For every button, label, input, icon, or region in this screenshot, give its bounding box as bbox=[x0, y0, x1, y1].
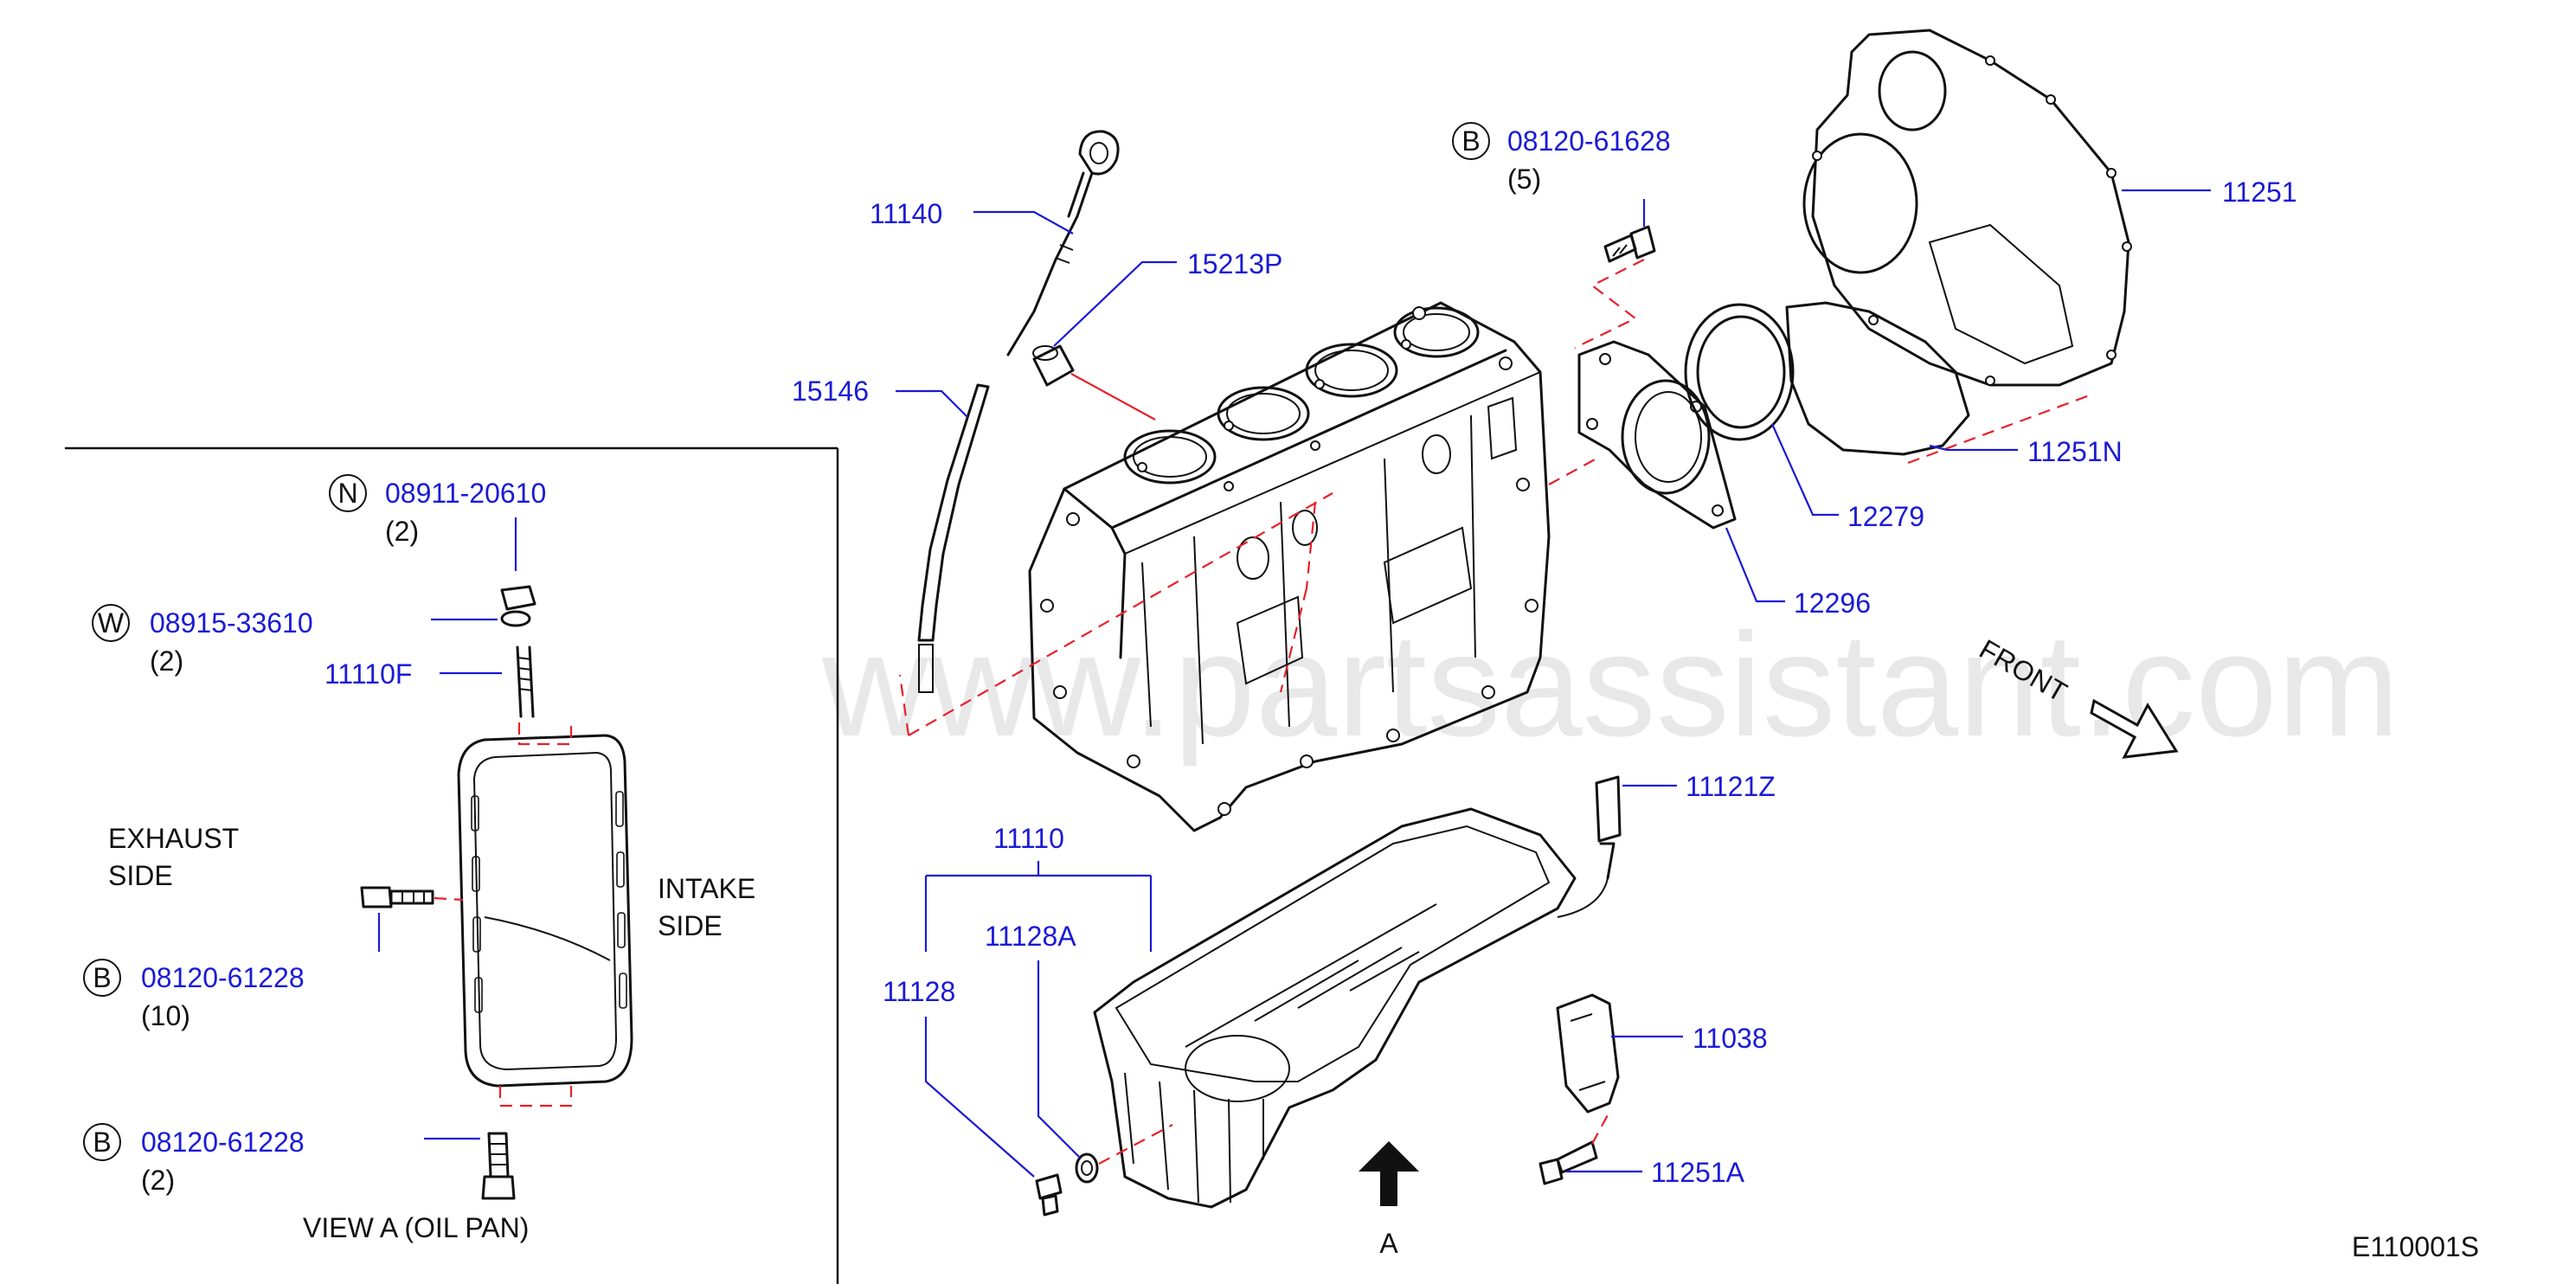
view-a-arrow: A bbox=[1359, 1141, 1419, 1259]
part-number[interactable]: 12279 bbox=[1847, 501, 1924, 532]
part-number[interactable]: 11038 bbox=[1693, 1023, 1768, 1054]
exhaust-side-label-2: SIDE bbox=[108, 860, 173, 891]
rear-oil-seal bbox=[1684, 303, 1795, 441]
cylinder-block bbox=[1028, 301, 1597, 832]
part-number[interactable]: 15213P bbox=[1187, 248, 1282, 279]
diagram-code: E110001S bbox=[2352, 1231, 2479, 1262]
callout-11251N[interactable]: 11251N bbox=[1929, 436, 2123, 467]
part-number[interactable]: 11121Z bbox=[1686, 771, 1776, 802]
part-number[interactable]: 08120-61628 bbox=[1507, 125, 1671, 157]
callout-letter: N bbox=[337, 478, 357, 509]
callout-08120-61628[interactable]: B 08120-61628 (5) bbox=[1452, 122, 1671, 227]
callout-15213P[interactable]: 15213P bbox=[1053, 248, 1282, 347]
drain-plug-washer bbox=[1075, 1152, 1099, 1184]
view-a-label: A bbox=[1379, 1228, 1398, 1259]
callout-11110[interactable]: 11110 bbox=[924, 823, 1153, 952]
callout-letter: W bbox=[98, 607, 125, 639]
callout-11128[interactable]: 11128 bbox=[883, 976, 1035, 1178]
part-number[interactable]: 08915-33610 bbox=[150, 607, 313, 639]
callout-letter: B bbox=[93, 962, 111, 993]
quantity: (2) bbox=[141, 1165, 175, 1196]
part-number[interactable]: 08120-61228 bbox=[141, 962, 305, 993]
callout-12279[interactable]: 12279 bbox=[1770, 423, 1924, 532]
oil-pan bbox=[1093, 807, 1577, 1209]
callout-15146[interactable]: 15146 bbox=[792, 376, 968, 418]
part-number[interactable]: 11128 bbox=[883, 976, 955, 1007]
quantity: (5) bbox=[1507, 164, 1541, 195]
callout-11121Z[interactable]: 11121Z bbox=[1622, 771, 1776, 802]
oil-level-sensor bbox=[1557, 775, 1622, 918]
inset-title: VIEW A (OIL PAN) bbox=[303, 1212, 529, 1243]
quantity: (2) bbox=[150, 645, 183, 677]
rear-plate-gasket bbox=[1785, 301, 1970, 456]
inset-frame bbox=[65, 446, 839, 1284]
callout-12296[interactable]: 12296 bbox=[1725, 527, 1871, 619]
part-number[interactable]: 12296 bbox=[1794, 587, 1871, 619]
callout-letter: B bbox=[1461, 125, 1480, 157]
bracket-bolt bbox=[1539, 1140, 1598, 1185]
callout-11140[interactable]: 11140 bbox=[870, 198, 1074, 234]
oil-gauge-guide bbox=[917, 383, 990, 693]
part-number[interactable]: 11251 bbox=[2222, 177, 2297, 208]
callout-08911[interactable]: N 08911-20610 (2) bbox=[329, 474, 546, 571]
part-number[interactable]: 11251A bbox=[1651, 1157, 1745, 1188]
part-number[interactable]: 11140 bbox=[870, 198, 942, 229]
quantity: (10) bbox=[141, 1000, 190, 1031]
callout-11038[interactable]: 11038 bbox=[1611, 1023, 1768, 1054]
part-number[interactable]: 11110 bbox=[993, 823, 1064, 854]
callout-11128A[interactable]: 11128A bbox=[985, 921, 1081, 1159]
part-number[interactable]: 11251N bbox=[2027, 436, 2123, 467]
callout-08120-10[interactable]: B 08120-61228 (10) bbox=[83, 913, 381, 1031]
oil-level-gauge bbox=[1006, 130, 1120, 356]
callout-11251A[interactable]: 11251A bbox=[1566, 1157, 1745, 1188]
callout-08120-2[interactable]: B 08120-61228 (2) bbox=[83, 1123, 480, 1196]
part-number[interactable]: 08911-20610 bbox=[385, 478, 546, 509]
part-number[interactable]: 11128A bbox=[985, 921, 1076, 952]
quantity: (2) bbox=[385, 516, 419, 547]
rear-plate bbox=[1802, 29, 2132, 387]
exhaust-side-label: EXHAUST bbox=[108, 823, 239, 854]
oil-pan-gasket-view bbox=[360, 585, 633, 1200]
part-number[interactable]: 08120-61228 bbox=[141, 1127, 305, 1158]
callout-11251[interactable]: 11251 bbox=[2122, 177, 2297, 208]
part-number[interactable]: 15146 bbox=[792, 376, 869, 407]
intake-side-label: INTAKE bbox=[658, 873, 755, 904]
callout-letter: B bbox=[93, 1127, 111, 1158]
bolt-08120-61628 bbox=[1603, 225, 1656, 263]
callout-11110F[interactable]: 11110F bbox=[324, 658, 502, 690]
rear-oil-seal-retainer bbox=[1577, 340, 1737, 530]
part-number[interactable]: 11110F bbox=[324, 658, 412, 690]
callout-08915[interactable]: W 08915-33610 (2) bbox=[92, 604, 498, 677]
guide-seal bbox=[1032, 344, 1156, 421]
intake-side-label-2: SIDE bbox=[658, 910, 723, 941]
bracket bbox=[1556, 993, 1620, 1114]
drain-plug bbox=[1035, 1173, 1063, 1217]
